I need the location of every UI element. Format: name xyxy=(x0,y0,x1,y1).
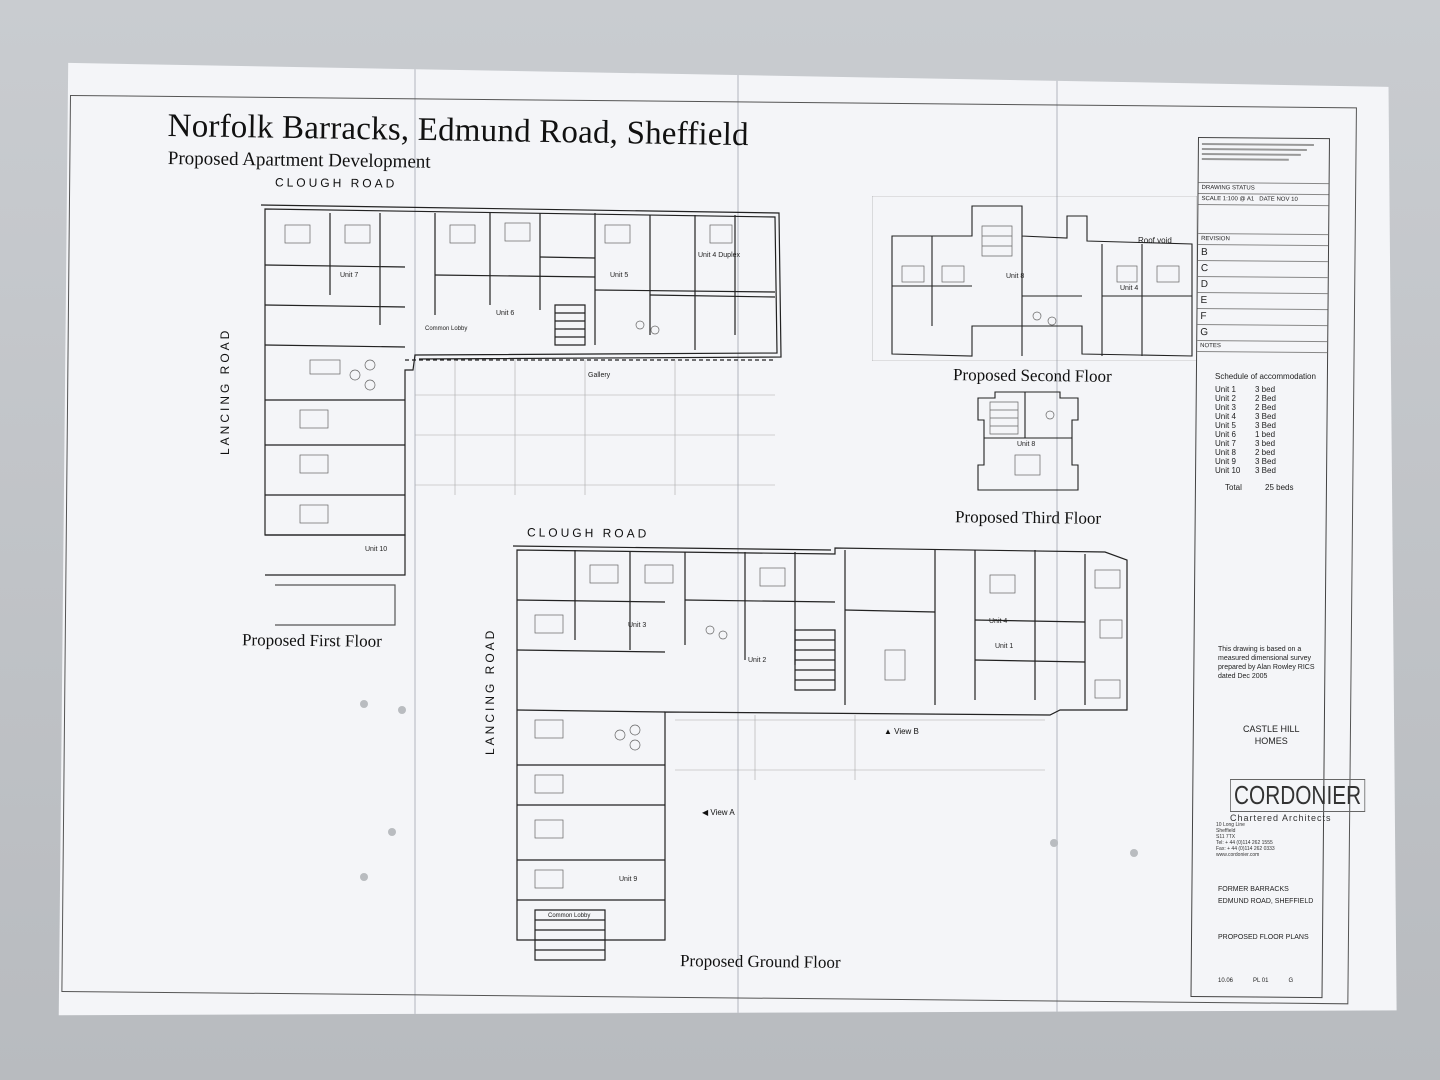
architect-logo: CORDONIER Chartered Architects xyxy=(1230,779,1399,823)
revision-letter: B xyxy=(1200,247,1208,259)
client-line-1: CASTLE HILL xyxy=(1243,724,1300,734)
drawing-number: PL 01 xyxy=(1253,978,1269,984)
title-block-notes-text xyxy=(1198,138,1329,185)
revision-row-b: B xyxy=(1197,245,1329,263)
second-floor-label: Proposed Second Floor xyxy=(952,365,1112,386)
date-value: NOV 10 xyxy=(1276,196,1298,203)
roof-void-label: Roof void xyxy=(1138,236,1172,245)
punch-hole xyxy=(388,828,396,836)
revision-number: G xyxy=(1288,978,1294,984)
unit-7-label: Unit 7 xyxy=(340,272,359,279)
road-label-lancing-ground: LANCING ROAD xyxy=(483,627,497,755)
unit-9-label: Unit 9 xyxy=(619,876,638,883)
architect-brand: CORDONIER xyxy=(1230,779,1366,812)
unit-1-label: Unit 1 xyxy=(995,643,1014,650)
project-title: FORMER BARRACKS EDMUND ROAD, SHEFFIELD xyxy=(1218,884,1313,908)
sheet-fold-middle xyxy=(737,62,739,1016)
revision-row-e: E xyxy=(1197,293,1328,311)
architect-tagline: Chartered Architects xyxy=(1230,813,1332,823)
unit-4-ground-label: Unit 4 xyxy=(989,618,1008,625)
road-label-lancing-left: LANCING ROAD xyxy=(218,327,232,455)
unit-8-second-label: Unit 8 xyxy=(1006,273,1025,280)
title-block: DRAWING STATUS SCALE 1:100 @ A1 DATE NOV… xyxy=(1190,137,1330,999)
drawing-name: PROPOSED FLOOR PLANS xyxy=(1218,934,1309,941)
unit-2-label: Unit 2 xyxy=(748,657,767,664)
view-b-marker: ▲ View B xyxy=(884,727,919,736)
drawing-subtitle: Proposed Apartment Development xyxy=(167,148,431,173)
ground-floor-plan xyxy=(505,540,1145,965)
unit-5-label: Unit 5 xyxy=(610,272,629,279)
sheet-fold-right xyxy=(1056,62,1058,1016)
punch-hole xyxy=(360,873,368,881)
punch-hole xyxy=(360,700,368,708)
first-floor-label: Proposed First Floor xyxy=(241,630,382,651)
client-line-2: HOMES xyxy=(1254,736,1288,746)
revision-letter: F xyxy=(1200,311,1207,323)
road-label-clough-top: CLOUGH ROAD xyxy=(274,175,398,191)
common-lobby-ground-label: Common Lobby xyxy=(548,913,591,919)
third-floor-plan xyxy=(970,390,1085,495)
approval-rows xyxy=(1198,205,1329,236)
drawing-sheet xyxy=(58,62,1397,1016)
scale-value: 1:100 @ A1 xyxy=(1222,196,1255,203)
revision-letter: G xyxy=(1200,327,1209,339)
unit-10-label: Unit 10 xyxy=(365,546,388,553)
unit-3-label: Unit 3 xyxy=(628,622,647,629)
view-a-label: View A xyxy=(710,808,735,817)
drawing-numbers: 10.06 PL 01 G xyxy=(1218,978,1293,984)
survey-note: This drawing is based on a measured dime… xyxy=(1218,646,1315,680)
punch-hole xyxy=(1050,839,1058,847)
unit-4-second-label: Unit 4 xyxy=(1120,285,1139,292)
revision-row-d: D xyxy=(1197,277,1328,295)
ground-floor-label: Proposed Ground Floor xyxy=(679,951,841,972)
view-a-marker: ◀ View A xyxy=(702,808,735,817)
revision-letter: D xyxy=(1200,279,1208,291)
punch-hole xyxy=(398,706,406,714)
project-line-2: EDMUND ROAD, SHEFFIELD xyxy=(1218,898,1314,905)
schedule-heading: Schedule of accommodation xyxy=(1215,372,1316,381)
view-b-label: View B xyxy=(894,727,919,736)
revision-row-c: C xyxy=(1197,261,1328,279)
architect-address: 10 Long Line Sheffield S11 7TX Tel: + 44… xyxy=(1216,822,1275,858)
notes-heading: NOTES xyxy=(1197,341,1328,354)
first-floor-plan xyxy=(255,195,815,635)
unit-6-label: Unit 6 xyxy=(496,310,515,317)
common-lobby-label: Common Lobby xyxy=(425,326,468,332)
job-number: 10.06 xyxy=(1218,978,1234,984)
revision-row-f: F xyxy=(1197,309,1328,327)
project-line-1: FORMER BARRACKS xyxy=(1218,886,1289,893)
sheet-fold-left xyxy=(414,62,416,1016)
punch-hole xyxy=(1130,849,1138,857)
revision-letter: C xyxy=(1200,263,1209,275)
client-name: CASTLE HILL HOMES xyxy=(1243,723,1300,747)
revision-letter: E xyxy=(1200,295,1208,307)
revision-row-g: G xyxy=(1197,325,1328,343)
unit-4-duplex-label: Unit 4 Duplex xyxy=(698,252,741,259)
third-floor-label: Proposed Third Floor xyxy=(954,507,1102,528)
second-floor-plan xyxy=(872,196,1197,361)
unit-8-third-label: Unit 8 xyxy=(1017,441,1036,448)
gallery-label: Gallery xyxy=(588,372,611,379)
